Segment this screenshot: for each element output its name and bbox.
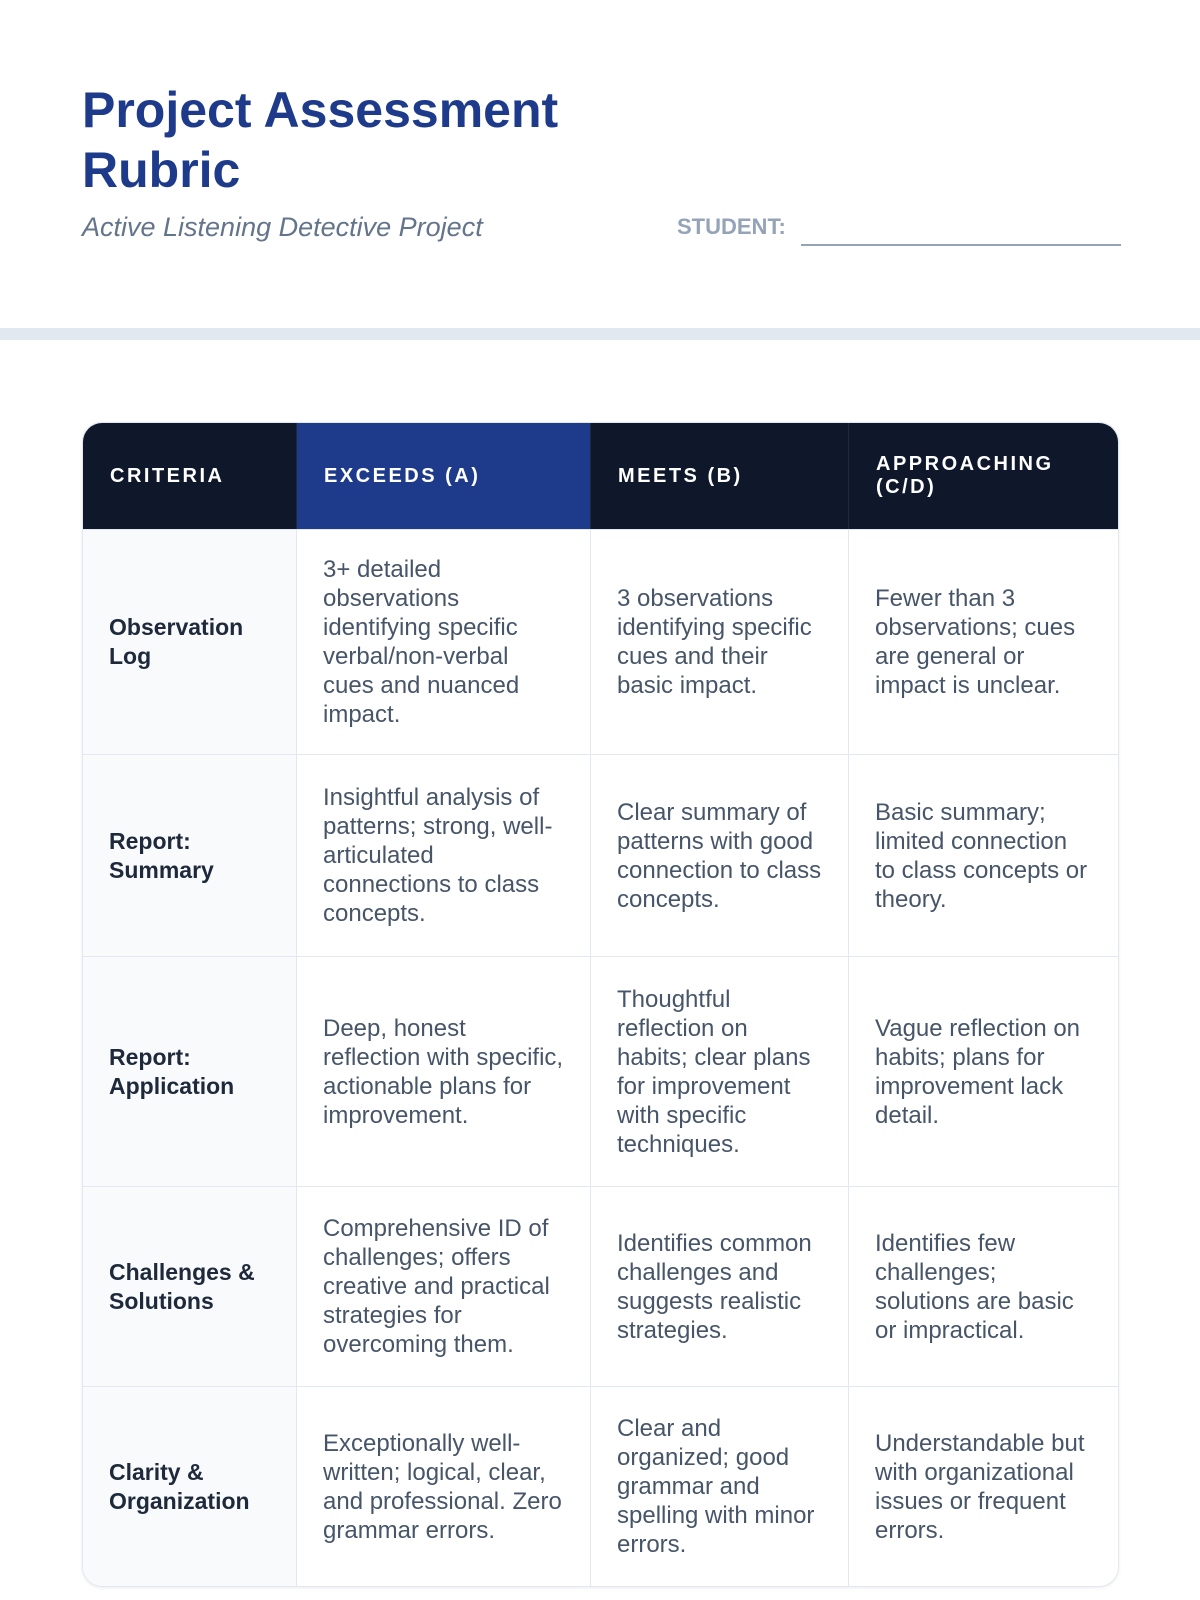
meets-cell: Thoughtful reflection on habits; clear p…	[591, 957, 849, 1186]
exceeds-cell: Comprehensive ID of challenges; offers c…	[297, 1187, 591, 1386]
table-row: Report: Summary Insightful analysis of p…	[83, 754, 1118, 956]
table-row: Observation Log 3+ detailed observations…	[83, 529, 1118, 754]
column-header-approaching: APPROACHING (C/D)	[876, 453, 1054, 498]
exceeds-cell: 3+ detailed observations identifying spe…	[297, 530, 591, 754]
approaching-cell: Understandable but with organizational i…	[875, 1429, 1085, 1544]
criteria-cell: Clarity & Organization	[83, 1387, 297, 1586]
exceeds-cell: Exceptionally well-written; logical, cle…	[297, 1387, 591, 1586]
criteria-cell: Challenges & Solutions	[83, 1187, 297, 1386]
meets-cell: Clear and organized; good grammar and sp…	[591, 1387, 849, 1586]
meets-cell: Clear summary of patterns with good conn…	[591, 755, 849, 956]
column-header-meets: MEETS (B)	[591, 423, 849, 529]
approaching-cell: Fewer than 3 observations; cues are gene…	[875, 585, 1076, 699]
page-title: Project Assessment Rubric	[82, 82, 559, 198]
meets-cell: Identifies common challenges and suggest…	[591, 1187, 849, 1386]
exceeds-cell: Deep, honest reflection with specific, a…	[297, 957, 591, 1186]
student-name-field[interactable]	[801, 244, 1121, 246]
approaching-cell: Vague reflection on habits; plans for im…	[875, 1014, 1081, 1129]
table-row: Clarity & Organization Exceptionally wel…	[83, 1386, 1118, 1586]
rubric-table: CRITERIA EXCEEDS (A) MEETS (B) APPROACHI…	[82, 422, 1119, 1587]
table-header: CRITERIA EXCEEDS (A) MEETS (B) APPROACHI…	[83, 423, 1118, 529]
table-row: Report: Application Deep, honest reflect…	[83, 956, 1118, 1186]
student-label: STUDENT:	[677, 214, 786, 239]
column-header-exceeds: EXCEEDS (A)	[297, 423, 591, 529]
header-divider	[0, 328, 1200, 340]
exceeds-cell: Insightful analysis of patterns; strong,…	[297, 755, 591, 956]
column-header-criteria: CRITERIA	[83, 423, 297, 529]
meets-cell: 3 observations identifying specific cues…	[591, 530, 849, 754]
approaching-cell: Identifies few challenges; solutions are…	[875, 1229, 1074, 1344]
criteria-cell: Report: Application	[83, 957, 297, 1186]
approaching-cell: Basic summary; limited connection to cla…	[875, 798, 1088, 913]
project-subtitle: Active Listening Detective Project	[82, 212, 483, 242]
criteria-cell: Report: Summary	[83, 755, 297, 956]
criteria-cell: Observation Log	[83, 530, 297, 754]
table-row: Challenges & Solutions Comprehensive ID …	[83, 1186, 1118, 1386]
